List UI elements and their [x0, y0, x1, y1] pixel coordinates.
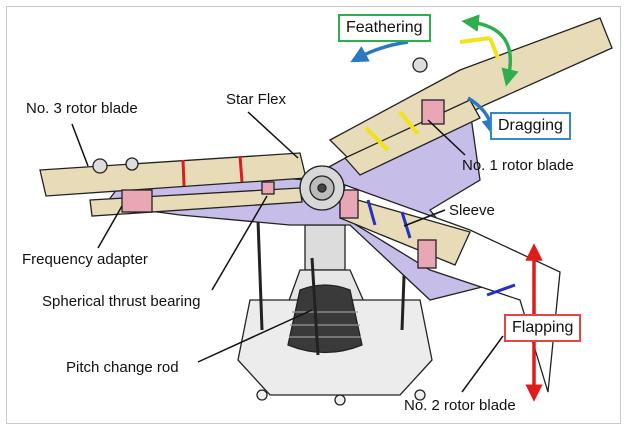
figure-frame — [6, 6, 621, 424]
no2-rotor-blade-label: No. 2 rotor blade — [404, 397, 516, 414]
band-yellow — [364, 126, 390, 152]
no1-rotor-blade-label: No. 1 rotor blade — [462, 157, 574, 174]
blade-bolt — [92, 158, 108, 174]
band-yellow — [398, 110, 420, 136]
mount-bolt — [256, 389, 268, 401]
leader-spherical-thrust-bearing — [211, 195, 268, 291]
flapping-label: Flapping — [504, 314, 582, 342]
pitch-rod-left — [256, 219, 264, 331]
pink-part — [261, 181, 275, 195]
feathering-arrow-blue — [350, 40, 409, 63]
star-flex-label: Star Flex — [226, 91, 287, 108]
band-red — [238, 155, 244, 183]
blade-bolt — [412, 57, 428, 73]
frequency-adapter-label: Frequency adapter — [22, 251, 148, 268]
spherical-thrust-bearing-label: Spherical thrust bearing — [42, 293, 201, 310]
leader-sleeve — [403, 209, 446, 227]
leader-lines — [71, 111, 504, 393]
sleeve-label: Sleeve — [449, 202, 495, 219]
frequency-adapter-part — [121, 189, 153, 213]
pitch-rod-center — [310, 257, 320, 356]
feathering-arrow-green — [461, 14, 519, 87]
band-red — [181, 159, 186, 187]
blade-no1 — [328, 17, 613, 176]
pink-part — [421, 99, 445, 125]
rotor-hub — [299, 165, 345, 211]
dragging-label: Dragging — [490, 112, 571, 140]
no3-rotor-blade-label: No. 3 rotor blade — [26, 100, 138, 117]
boot — [287, 284, 363, 354]
pink-part — [339, 189, 359, 219]
mount-bolt — [334, 394, 346, 406]
leader-no1-blade — [427, 119, 466, 156]
blade-bolt — [125, 157, 139, 171]
leader-no3-blade — [71, 123, 89, 167]
blade-no3 — [39, 152, 307, 217]
mount-bolt — [414, 389, 426, 401]
leader-star-flex — [247, 111, 299, 159]
band-blue — [486, 283, 516, 297]
mast-assembly — [237, 219, 433, 406]
band-blue — [366, 199, 377, 226]
band-yellow — [488, 37, 500, 59]
leader-frequency-adapter — [97, 205, 123, 249]
leader-no2-blade — [461, 335, 504, 393]
leader-pitch-change-rod — [197, 309, 313, 363]
feathering-label: Feathering — [338, 14, 431, 42]
blade-no2 — [339, 184, 561, 393]
pink-part — [417, 239, 437, 269]
band-yellow — [459, 36, 491, 44]
pitch-change-rod-label: Pitch change rod — [66, 359, 179, 376]
